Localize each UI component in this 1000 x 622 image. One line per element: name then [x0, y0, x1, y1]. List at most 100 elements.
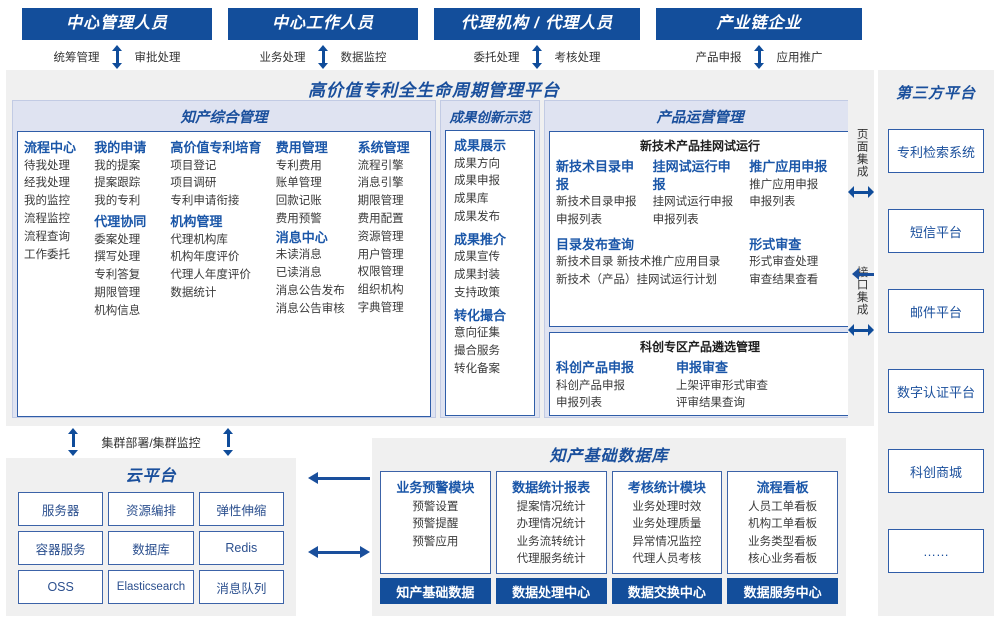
cloud-cell-container-service[interactable]: 容器服务	[18, 531, 104, 565]
menu-item[interactable]: 申报列表	[556, 213, 602, 226]
menu-item[interactable]: 新技术目录 新技术推广应用目录	[556, 256, 721, 269]
kb-card-footer[interactable]: 数据服务中心	[727, 578, 838, 604]
third-party-item-more[interactable]: ……	[888, 529, 984, 573]
kb-item[interactable]: 预警提醒	[412, 518, 459, 531]
menu-item[interactable]: 新技术（产品）挂网试运行计划	[556, 274, 717, 287]
menu-item[interactable]: 用户管理	[357, 248, 404, 261]
menu-item[interactable]: 成果发布	[454, 210, 500, 223]
third-party-item-email[interactable]: 邮件平台	[888, 289, 984, 333]
kb-item[interactable]: 业务处理质量	[632, 518, 702, 531]
menu-item[interactable]: 我的监控	[24, 195, 70, 208]
menu-item[interactable]: 转化备案	[454, 362, 500, 375]
group-head[interactable]: 推广应用申报	[749, 159, 828, 174]
menu-item[interactable]: 成果宣传	[454, 251, 500, 264]
kb-item[interactable]: 办理情况统计	[516, 518, 586, 531]
menu-item[interactable]: 字典管理	[357, 302, 404, 315]
menu-item[interactable]: 机构信息	[94, 304, 141, 317]
menu-item[interactable]: 工作委托	[24, 248, 70, 261]
menu-item[interactable]: 专利费用	[275, 159, 322, 172]
kb-item[interactable]: 机构工单看板	[748, 518, 818, 531]
menu-item[interactable]: 形式审查处理	[749, 256, 819, 269]
group-head[interactable]: 科创产品申报	[556, 360, 635, 375]
menu-item[interactable]: 撮合服务	[454, 345, 500, 358]
cloud-cell-resource-orchestration[interactable]: 资源编排	[108, 492, 194, 526]
menu-item[interactable]: 数据统计	[170, 286, 217, 299]
kb-card-footer[interactable]: 数据交换中心	[611, 578, 723, 604]
menu-item[interactable]: 资源管理	[357, 230, 404, 243]
menu-item[interactable]: 新技术目录申报	[556, 196, 637, 209]
menu-item[interactable]: 消息引擎	[357, 177, 404, 190]
group-head[interactable]: 我的申请	[94, 140, 147, 155]
menu-item[interactable]: 挂网试运行申报	[652, 196, 734, 209]
third-party-item-digital-cert[interactable]: 数字认证平台	[888, 369, 984, 413]
kb-item[interactable]: 提案情况统计	[516, 501, 586, 513]
kb-card-footer[interactable]: 知产基础数据	[380, 578, 491, 604]
kb-item[interactable]: 人员工单看板	[748, 501, 818, 513]
menu-item[interactable]: 消息公告审核	[275, 302, 345, 315]
menu-item[interactable]: 流程引擎	[357, 159, 404, 172]
group-head[interactable]: 申报审查	[676, 360, 729, 375]
group-head[interactable]: 形式审查	[749, 236, 802, 252]
third-party-item-sms[interactable]: 短信平台	[888, 209, 984, 253]
kb-item[interactable]: 代理人员考核	[632, 552, 702, 565]
kb-item[interactable]: 业务处理时效	[632, 501, 702, 513]
menu-item[interactable]: 成果库	[454, 193, 489, 206]
kb-item[interactable]: 预警应用	[412, 535, 459, 548]
menu-item[interactable]: 审查结果查看	[749, 274, 819, 287]
cloud-cell-redis[interactable]: Redis	[198, 531, 284, 565]
cloud-cell-elastic-scaling[interactable]: 弹性伸缩	[198, 492, 284, 526]
menu-item[interactable]: 权限管理	[357, 266, 404, 279]
menu-item[interactable]: 提案跟踪	[94, 177, 141, 190]
menu-item[interactable]: 委案处理	[94, 233, 141, 246]
menu-item[interactable]: 成果封装	[454, 269, 500, 282]
menu-item[interactable]: 科创产品申报	[556, 379, 625, 392]
menu-item[interactable]: 已读消息	[275, 267, 322, 280]
menu-item[interactable]: 评审结果查询	[676, 397, 745, 410]
kb-card-footer[interactable]: 数据处理中心	[495, 578, 607, 604]
group-head[interactable]: 目录发布查询	[556, 236, 635, 252]
menu-item[interactable]: 经我处理	[24, 177, 70, 190]
menu-item[interactable]: 流程查询	[24, 230, 70, 243]
group-head[interactable]: 转化撮合	[454, 307, 507, 323]
kb-item[interactable]: 业务类型看板	[748, 535, 818, 548]
menu-item[interactable]: 意向征集	[454, 327, 500, 340]
menu-item[interactable]: 机构年度评价	[170, 251, 240, 264]
menu-item[interactable]: 撰写处理	[94, 251, 141, 264]
menu-item[interactable]: 我的专利	[94, 195, 141, 208]
menu-item[interactable]: 回款记账	[275, 195, 322, 208]
menu-item[interactable]: 代理人年度评价	[170, 269, 251, 282]
group-head[interactable]: 流程中心	[24, 140, 77, 155]
menu-item[interactable]: 支持政策	[454, 286, 500, 299]
menu-item[interactable]: 费用配置	[357, 212, 404, 225]
menu-item[interactable]: 我的提案	[94, 159, 141, 172]
menu-item[interactable]: 申报列表	[556, 397, 602, 410]
menu-item[interactable]: 未读消息	[275, 249, 322, 262]
menu-item[interactable]: 推广应用申报	[749, 178, 819, 191]
menu-item[interactable]: 成果申报	[454, 175, 500, 188]
third-party-item-patent-search[interactable]: 专利检索系统	[888, 129, 984, 173]
menu-item[interactable]: 账单管理	[275, 177, 322, 190]
menu-item[interactable]: 项目调研	[170, 177, 217, 190]
menu-item[interactable]: 上架评审形式审查	[676, 379, 768, 392]
cloud-cell-message-queue[interactable]: 消息队列	[198, 570, 284, 604]
group-head[interactable]: 挂网试运行申报	[652, 159, 731, 192]
group-head[interactable]: 新技术目录申报	[556, 159, 635, 192]
menu-item[interactable]: 申报列表	[749, 196, 796, 209]
cloud-cell-database[interactable]: 数据库	[108, 531, 194, 565]
menu-item[interactable]: 期限管理	[94, 286, 141, 299]
menu-item[interactable]: 消息公告发布	[275, 284, 345, 297]
kb-item[interactable]: 业务流转统计	[516, 535, 586, 548]
menu-item[interactable]: 申报列表	[652, 213, 699, 226]
menu-item[interactable]: 待我处理	[24, 159, 70, 172]
group-head[interactable]: 代理协同	[94, 213, 147, 229]
menu-item[interactable]: 代理机构库	[170, 233, 228, 246]
group-head[interactable]: 成果展示	[454, 138, 507, 153]
kb-item[interactable]: 核心业务看板	[748, 552, 818, 565]
group-head[interactable]: 机构管理	[170, 213, 223, 229]
kb-item[interactable]: 预警设置	[412, 501, 459, 513]
menu-item[interactable]: 费用预警	[275, 212, 322, 225]
cloud-cell-oss[interactable]: OSS	[18, 570, 104, 604]
menu-item[interactable]: 流程监控	[24, 212, 70, 225]
group-head[interactable]: 费用管理	[275, 140, 328, 155]
menu-item[interactable]: 专利答复	[94, 269, 141, 282]
